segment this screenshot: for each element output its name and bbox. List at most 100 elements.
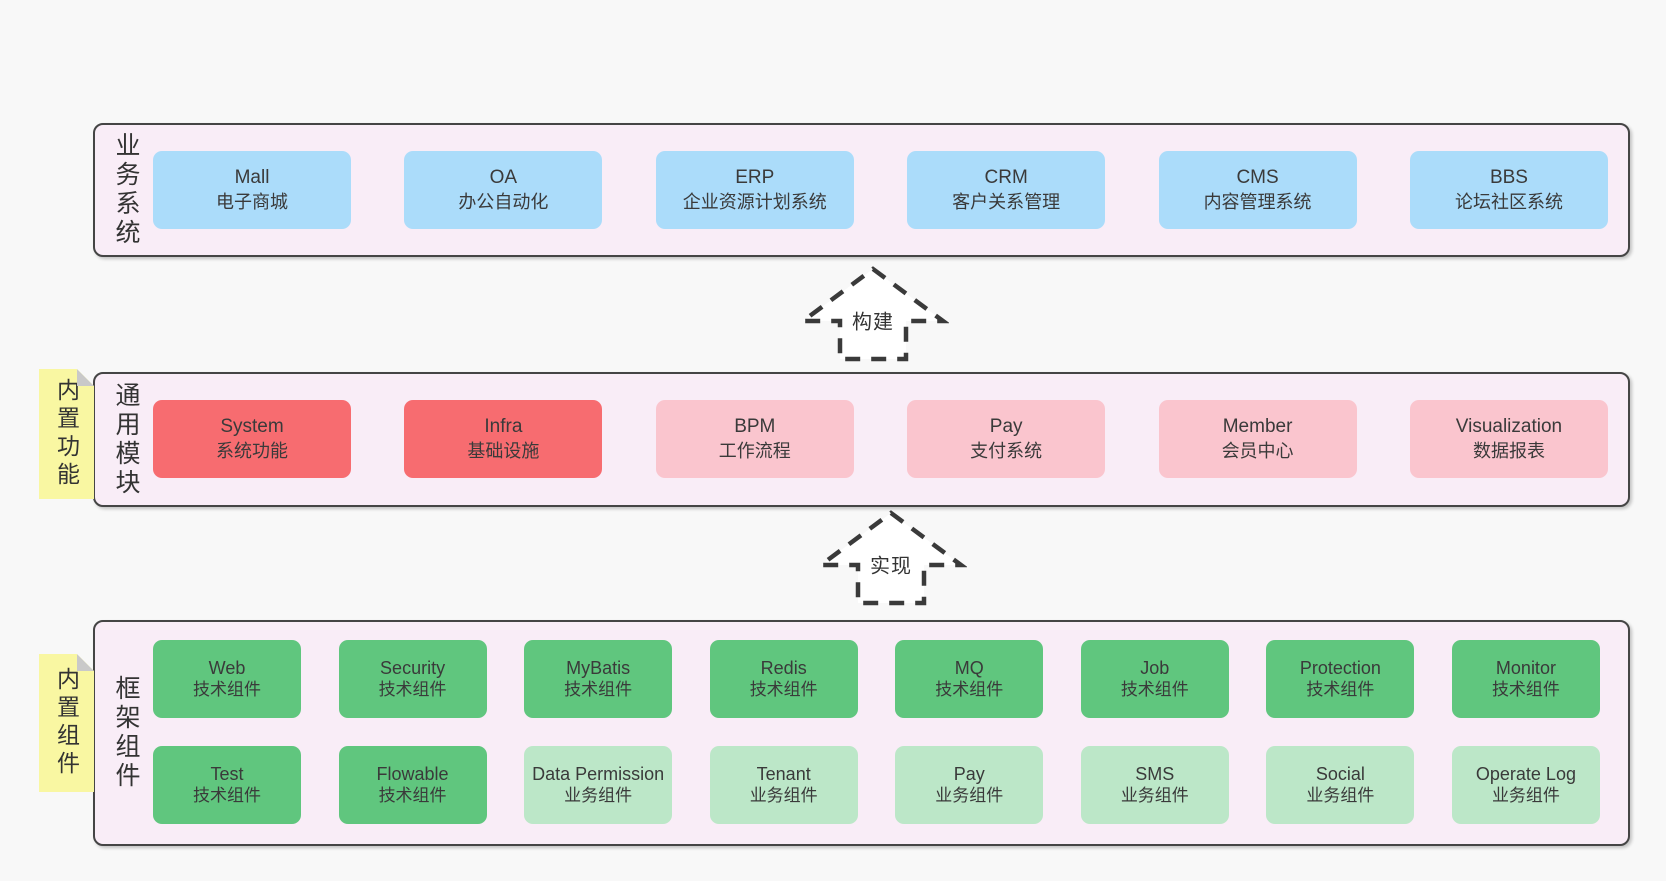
box-subtitle: 技术组件	[378, 680, 447, 700]
box-test: Test 技术组件	[153, 746, 301, 824]
box-title: Pay	[989, 415, 1023, 437]
box-tenant: Tenant 业务组件	[709, 746, 858, 824]
layer-label-modules: 通用模块	[112, 381, 140, 498]
box-title: Data Permission	[532, 763, 665, 784]
box-erp: ERP 企业资源计划系统	[655, 151, 854, 229]
box-subtitle: 业务组件	[1491, 786, 1560, 806]
box-subtitle: 电子商城	[216, 192, 288, 213]
box-subtitle: 业务组件	[564, 786, 633, 806]
box-crm: CRM 客户关系管理	[907, 151, 1106, 229]
layer-label-business: 业务系统	[112, 132, 140, 248]
box-title: Mall	[234, 166, 270, 188]
components-row-1: Web 技术组件 Security 技术组件 MyBatis 技术组件 Redi…	[153, 640, 1600, 718]
box-operate-log: Operate Log 业务组件	[1451, 746, 1600, 824]
sticky-note-builtin-components: 内置组件	[39, 654, 94, 792]
box-infra: Infra 基础设施	[404, 400, 603, 478]
box-redis: Redis 技术组件	[709, 640, 858, 718]
box-web: Web 技术组件	[153, 640, 301, 718]
box-subtitle: 技术组件	[1306, 680, 1375, 700]
box-cms: CMS 内容管理系统	[1158, 151, 1357, 229]
box-title: MQ	[954, 657, 984, 678]
box-title: CMS	[1236, 166, 1279, 188]
arrow-build-label: 构建	[847, 302, 899, 338]
box-subtitle: 论坛社区系统	[1454, 192, 1563, 213]
box-monitor: Monitor 技术组件	[1451, 640, 1600, 718]
box-subtitle: 会员中心	[1221, 441, 1294, 462]
box-subtitle: 客户关系管理	[952, 192, 1061, 213]
box-subtitle: 技术组件	[935, 680, 1004, 700]
box-pay-component: Pay 业务组件	[895, 746, 1044, 824]
box-job: Job 技术组件	[1080, 640, 1229, 718]
box-subtitle: 业务组件	[935, 786, 1004, 806]
box-subtitle: 系统功能	[216, 441, 288, 462]
box-bpm: BPM 工作流程	[655, 400, 854, 478]
box-title: Web	[208, 657, 246, 678]
box-subtitle: 数据报表	[1472, 441, 1545, 462]
box-data-permission: Data Permission 业务组件	[524, 746, 673, 824]
sticky-note-text: 内置组件	[53, 667, 80, 779]
box-title: Visualization	[1455, 415, 1563, 437]
box-sms: SMS 业务组件	[1080, 746, 1229, 824]
box-subtitle: 业务组件	[1120, 786, 1189, 806]
box-title: Security	[380, 657, 446, 678]
box-visualization: Visualization 数据报表	[1409, 400, 1608, 478]
modules-box-row: System 系统功能 Infra 基础设施 BPM 工作流程 Pay 支付系统…	[153, 400, 1608, 478]
folded-corner-icon	[77, 654, 94, 671]
box-subtitle: 技术组件	[1120, 680, 1189, 700]
layer-framework-components: 框架组件 Web 技术组件 Security 技术组件 MyBatis 技术组件…	[93, 620, 1630, 846]
box-subtitle: 工作流程	[718, 441, 791, 462]
box-title: Member	[1222, 415, 1293, 437]
box-subtitle: 内容管理系统	[1203, 192, 1312, 213]
arrow-implement: 实现	[815, 508, 967, 608]
box-subtitle: 技术组件	[378, 786, 447, 806]
box-flowable: Flowable 技术组件	[338, 746, 487, 824]
box-mybatis: MyBatis 技术组件	[524, 640, 673, 718]
box-title: MyBatis	[566, 657, 631, 678]
box-title: Social	[1315, 763, 1365, 784]
box-bbs: BBS 论坛社区系统	[1409, 151, 1608, 229]
sticky-note-text: 内置功能	[53, 378, 80, 490]
box-pay-module: Pay 支付系统	[907, 400, 1106, 478]
box-title: SMS	[1135, 763, 1175, 784]
layer-label-components: 框架组件	[112, 675, 140, 791]
arrow-implement-label: 实现	[865, 546, 917, 582]
box-subtitle: 技术组件	[193, 680, 261, 700]
box-title: Flowable	[376, 763, 449, 784]
box-subtitle: 技术组件	[1491, 680, 1560, 700]
box-subtitle: 业务组件	[749, 786, 818, 806]
box-title: System	[220, 415, 284, 437]
box-mall: Mall 电子商城	[153, 151, 351, 229]
box-subtitle: 业务组件	[1306, 786, 1375, 806]
box-protection: Protection 技术组件	[1266, 640, 1415, 718]
components-row-2: Test 技术组件 Flowable 技术组件 Data Permission …	[153, 746, 1600, 824]
box-title: Operate Log	[1475, 763, 1576, 784]
box-title: Job	[1140, 657, 1170, 678]
box-subtitle: 技术组件	[193, 786, 261, 806]
arrow-build: 构建	[797, 264, 949, 364]
box-title: Protection	[1299, 657, 1381, 678]
box-system: System 系统功能	[153, 400, 351, 478]
box-title: ERP	[735, 166, 775, 188]
box-title: Infra	[484, 415, 523, 437]
box-security: Security 技术组件	[338, 640, 487, 718]
box-social: Social 业务组件	[1266, 746, 1415, 824]
box-subtitle: 技术组件	[749, 680, 818, 700]
box-title: CRM	[984, 166, 1028, 188]
box-subtitle: 办公自动化	[458, 192, 549, 213]
box-title: Test	[210, 763, 244, 784]
box-title: BPM	[734, 415, 776, 437]
box-title: Redis	[760, 657, 807, 678]
layer-common-modules: 通用模块 System 系统功能 Infra 基础设施 BPM 工作流程 Pay…	[93, 372, 1630, 507]
box-title: OA	[489, 166, 518, 188]
box-title: Monitor	[1495, 657, 1556, 678]
box-subtitle: 技术组件	[564, 680, 633, 700]
folded-corner-icon	[77, 369, 94, 386]
box-member: Member 会员中心	[1158, 400, 1357, 478]
business-box-row: Mall 电子商城 OA 办公自动化 ERP 企业资源计划系统 CRM 客户关系…	[153, 151, 1608, 229]
box-title: Pay	[953, 763, 985, 784]
box-title: BBS	[1489, 166, 1528, 188]
box-subtitle: 基础设施	[467, 441, 540, 462]
sticky-note-builtin-functions: 内置功能	[39, 369, 94, 499]
layer-business-systems: 业务系统 Mall 电子商城 OA 办公自动化 ERP 企业资源计划系统 CRM…	[93, 123, 1630, 257]
